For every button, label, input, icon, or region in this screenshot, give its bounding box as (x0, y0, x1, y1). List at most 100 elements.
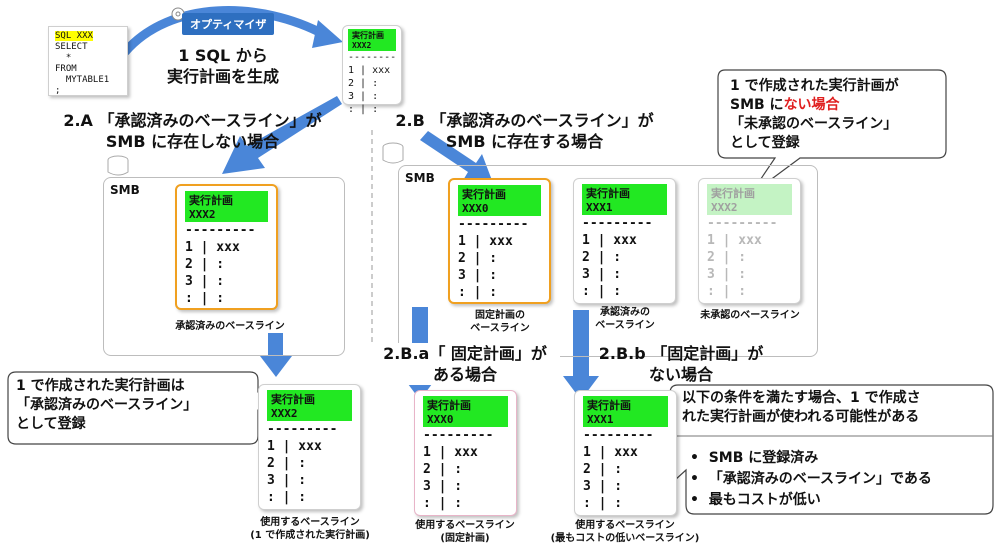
plan-line: 2 | : (348, 78, 379, 89)
bullet-text: SMB に登録済み (708, 450, 819, 466)
branch-b-line2: SMB に存在する場合 (445, 132, 604, 151)
plan-line: : | : (583, 496, 623, 511)
arrow-to-branch-a (222, 96, 342, 174)
optimizer-label: オプティマイザ (182, 13, 275, 35)
panel-b-plan-card-2: 実行計画 XXX2 --------- 1 | xxx 2 | : 3 | : … (698, 178, 801, 304)
plan-line: --------- (267, 422, 338, 437)
branch-ba-heading: 2.B.a「 固定計画」が ある場合 (370, 343, 560, 385)
bullet-item: • SMB に登録済み (690, 450, 819, 466)
callout-line: れた実行計画が使われる可能性がある (682, 409, 920, 425)
branch-bb-line2: ない場合 (648, 365, 713, 384)
result-ba-header: 実行計画 XXX0 (423, 396, 508, 427)
smb-b-label: SMB (405, 171, 435, 185)
plan-line: 2 | : (583, 462, 623, 477)
arrow-sql-to-plan (121, 6, 328, 55)
callout-left-bubble (7, 371, 287, 445)
plan-line: 3 | : (267, 473, 307, 488)
smb-b-cylinder-icon (382, 142, 404, 164)
panel-a-plan-header: 実行計画 XXX2 (185, 191, 268, 222)
branch-ba-line2: ある場合 (432, 365, 497, 384)
plan-line: 1 | xxx (458, 234, 513, 249)
plan-line: : | : (423, 496, 463, 511)
sql-statement-box: SQL XXX SELECT * FROM MYTABLE1 ; (48, 26, 128, 96)
arrow-sql-to-plan-head (312, 20, 343, 48)
sql-line: MYTABLE1 (55, 75, 110, 85)
step1-line1: 1 SQL から (178, 46, 268, 65)
plan-line: 2 | : (267, 456, 307, 471)
branch-b-line1: 2.B 「承認済みのベースライン」が (395, 111, 654, 130)
plan-line: : | : (185, 291, 225, 306)
caption-line: (1 で作成された実行計画) (250, 530, 370, 541)
callout-bullet-list: • SMB に登録済み • 「承認済みのベースライン」である • 最もコストが低… (690, 448, 990, 511)
plan-line: : | : (348, 104, 379, 115)
plan-line: 3 | : (707, 267, 747, 282)
plan-line: --------- (707, 216, 778, 231)
plan-line: : | : (707, 284, 747, 299)
bullet-item: • 「承認済みのベースライン」である (690, 471, 932, 487)
panel-a-caption: 承認済みのベースライン (175, 321, 285, 332)
callout-line: として登録 (16, 416, 86, 432)
bullet-text: 「承認済みのベースライン」である (708, 471, 932, 487)
branch-a-line1: 2.A 「承認済みのベースライン」が (63, 111, 322, 130)
result-bb-header: 実行計画 XXX1 (583, 396, 668, 427)
top-plan-card: 実行計画 XXX2 -------- 1 | xxx 2 | : 3 | : :… (342, 25, 402, 115)
plan-line: 1 | xxx (707, 233, 762, 248)
smb-panel-b (398, 165, 818, 357)
caption-line: 固定計画の (475, 310, 525, 321)
caption-line: 未承認のベースライン (700, 310, 800, 321)
branch-bb-line1: 2.B.b 「固定計画」が (598, 344, 764, 363)
plan-line: 3 | : (185, 274, 225, 289)
step1-line2: 実行計画を生成 (166, 67, 279, 86)
plan-line: 2 | : (707, 250, 747, 265)
result-a-caption: 使用するベースライン (1 で作成された実行計画) (215, 516, 405, 542)
smb-a-cylinder-icon (107, 155, 129, 176)
sql-line: * (55, 53, 72, 63)
panel-b-plan-card-0: 実行計画 XXX0 --------- 1 | xxx 2 | : 3 | : … (448, 178, 551, 304)
plan-line: --------- (583, 428, 654, 443)
result-ba-caption: 使用するベースライン (固定計画) (385, 519, 545, 545)
plan-line: 1 | xxx (185, 240, 240, 255)
plan-line: --------- (185, 223, 256, 238)
branch-ba-line1: 2.B.a「 固定計画」が (383, 344, 547, 363)
panel-b-caption-1: 承認済みの ベースライン (565, 306, 685, 332)
caption-line: 承認済みの (600, 307, 650, 318)
callout-line: 1 で作成された実行計画が (730, 78, 899, 94)
caption-line: (最もコストの低いベースライン) (550, 533, 700, 544)
plan-line: -------- (348, 52, 397, 63)
smb-a-label: SMB (110, 183, 140, 197)
panel-b-plan-card-1: 実行計画 XXX1 --------- 1 | xxx 2 | : 3 | : … (573, 178, 676, 304)
plan-line: : | : (582, 284, 622, 299)
callout-bottom-right-text: 以下の条件を満たす場合、1 で作成さ れた実行計画が使われる可能性がある (682, 389, 987, 427)
result-bb-plan-card: 実行計画 XXX1 --------- 1 | xxx 2 | : 3 | : … (574, 390, 677, 516)
sql-line: ; (55, 86, 61, 96)
plan-line: --------- (423, 428, 494, 443)
arrow-bb-to-result (563, 310, 599, 400)
callout-line: SMB にない場合 (730, 96, 940, 115)
panel-b-caption-2: 未承認のベースライン (685, 309, 815, 322)
plan-line: 2 | : (458, 251, 498, 266)
plan-line: 3 | : (582, 267, 622, 282)
caption-line: 使用するベースライン (415, 520, 515, 531)
caption-line: 使用するベースライン (575, 520, 675, 531)
result-bb-caption: 使用するベースライン (最もコストの低いベースライン) (525, 519, 725, 545)
top-plan-header: 実行計画 XXX2 (348, 29, 396, 51)
callout-line: 「未承認のベースライン」 (730, 116, 898, 132)
callout-line: 「承認済みのベースライン」 (16, 397, 198, 413)
callout-line: として登録 (730, 135, 800, 151)
caption-line: ベースライン (470, 323, 530, 334)
plan-line: 1 | xxx (583, 445, 638, 460)
plan-line: 3 | : (423, 479, 463, 494)
plan-line: 1 | xxx (582, 233, 637, 248)
plan-line: 3 | : (458, 268, 498, 283)
plan-line: 3 | : (583, 479, 623, 494)
panel-b-plan-header: 実行計画 XXX2 (707, 184, 792, 215)
panel-b-caption-0: 固定計画の ベースライン (440, 309, 560, 335)
branch-bb-heading: 2.B.b 「固定計画」が ない場合 (586, 343, 776, 385)
plan-line: 2 | : (185, 257, 225, 272)
panel-a-plan-card: 実行計画 XXX2 --------- 1 | xxx 2 | : 3 | : … (175, 184, 278, 310)
step1-heading: 1 SQL から 実行計画を生成 (148, 45, 298, 87)
arrow-to-branch-b (420, 131, 493, 183)
result-a-header: 実行計画 XXX2 (267, 390, 352, 421)
result-ba-plan-card: 実行計画 XXX0 --------- 1 | xxx 2 | : 3 | : … (414, 390, 517, 516)
